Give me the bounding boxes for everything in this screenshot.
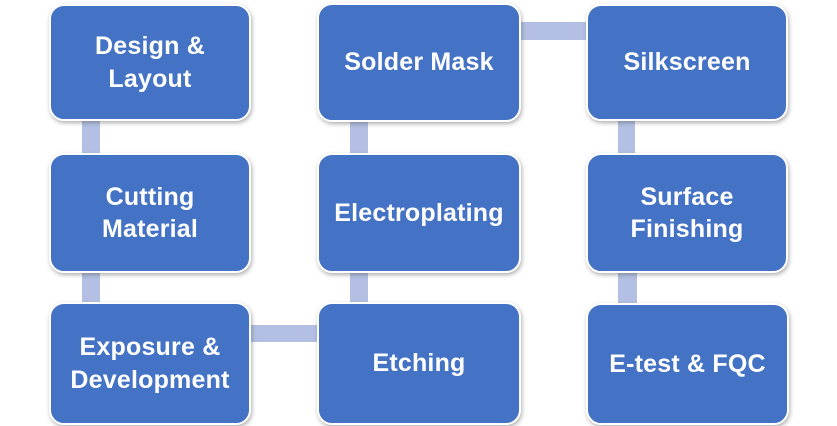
node-etching-label: Etching	[372, 349, 466, 378]
connector-design-to-cutting	[82, 112, 100, 160]
node-solder-mask-label: Solder Mask	[344, 48, 494, 77]
connector-electroplating-to-solder-mask	[350, 112, 368, 160]
node-surface-finishing: Surface Finishing	[586, 153, 788, 273]
node-exposure-development-label: Exposure & Development	[70, 333, 230, 394]
node-cutting-material-label: Cutting Material	[101, 182, 199, 244]
node-e-test-fqc-label: E-test & FQC	[609, 349, 766, 378]
connector-silkscreen-to-surface	[618, 112, 635, 160]
node-silkscreen: Silkscreen	[586, 4, 788, 121]
connector-cutting-to-exposure	[82, 265, 100, 310]
node-exposure-development: Exposure & Development	[49, 302, 251, 425]
node-design-layout: Design & Layout	[49, 4, 251, 121]
node-solder-mask: Solder Mask	[317, 3, 521, 122]
connector-etching-to-electroplating	[350, 265, 368, 310]
connector-solder-mask-to-silkscreen	[514, 22, 592, 40]
node-silkscreen-label: Silkscreen	[623, 48, 751, 77]
connector-exposure-to-etching	[244, 325, 324, 342]
node-electroplating: Electroplating	[317, 153, 521, 273]
node-cutting-material: Cutting Material	[49, 153, 251, 273]
connector-surface-to-etest	[618, 265, 637, 311]
node-etching: Etching	[317, 302, 521, 425]
node-surface-finishing-label: Surface Finishing	[630, 182, 744, 244]
node-e-test-fqc: E-test & FQC	[586, 303, 789, 425]
node-electroplating-label: Electroplating	[334, 198, 504, 227]
node-design-layout-label: Design & Layout	[95, 32, 205, 93]
